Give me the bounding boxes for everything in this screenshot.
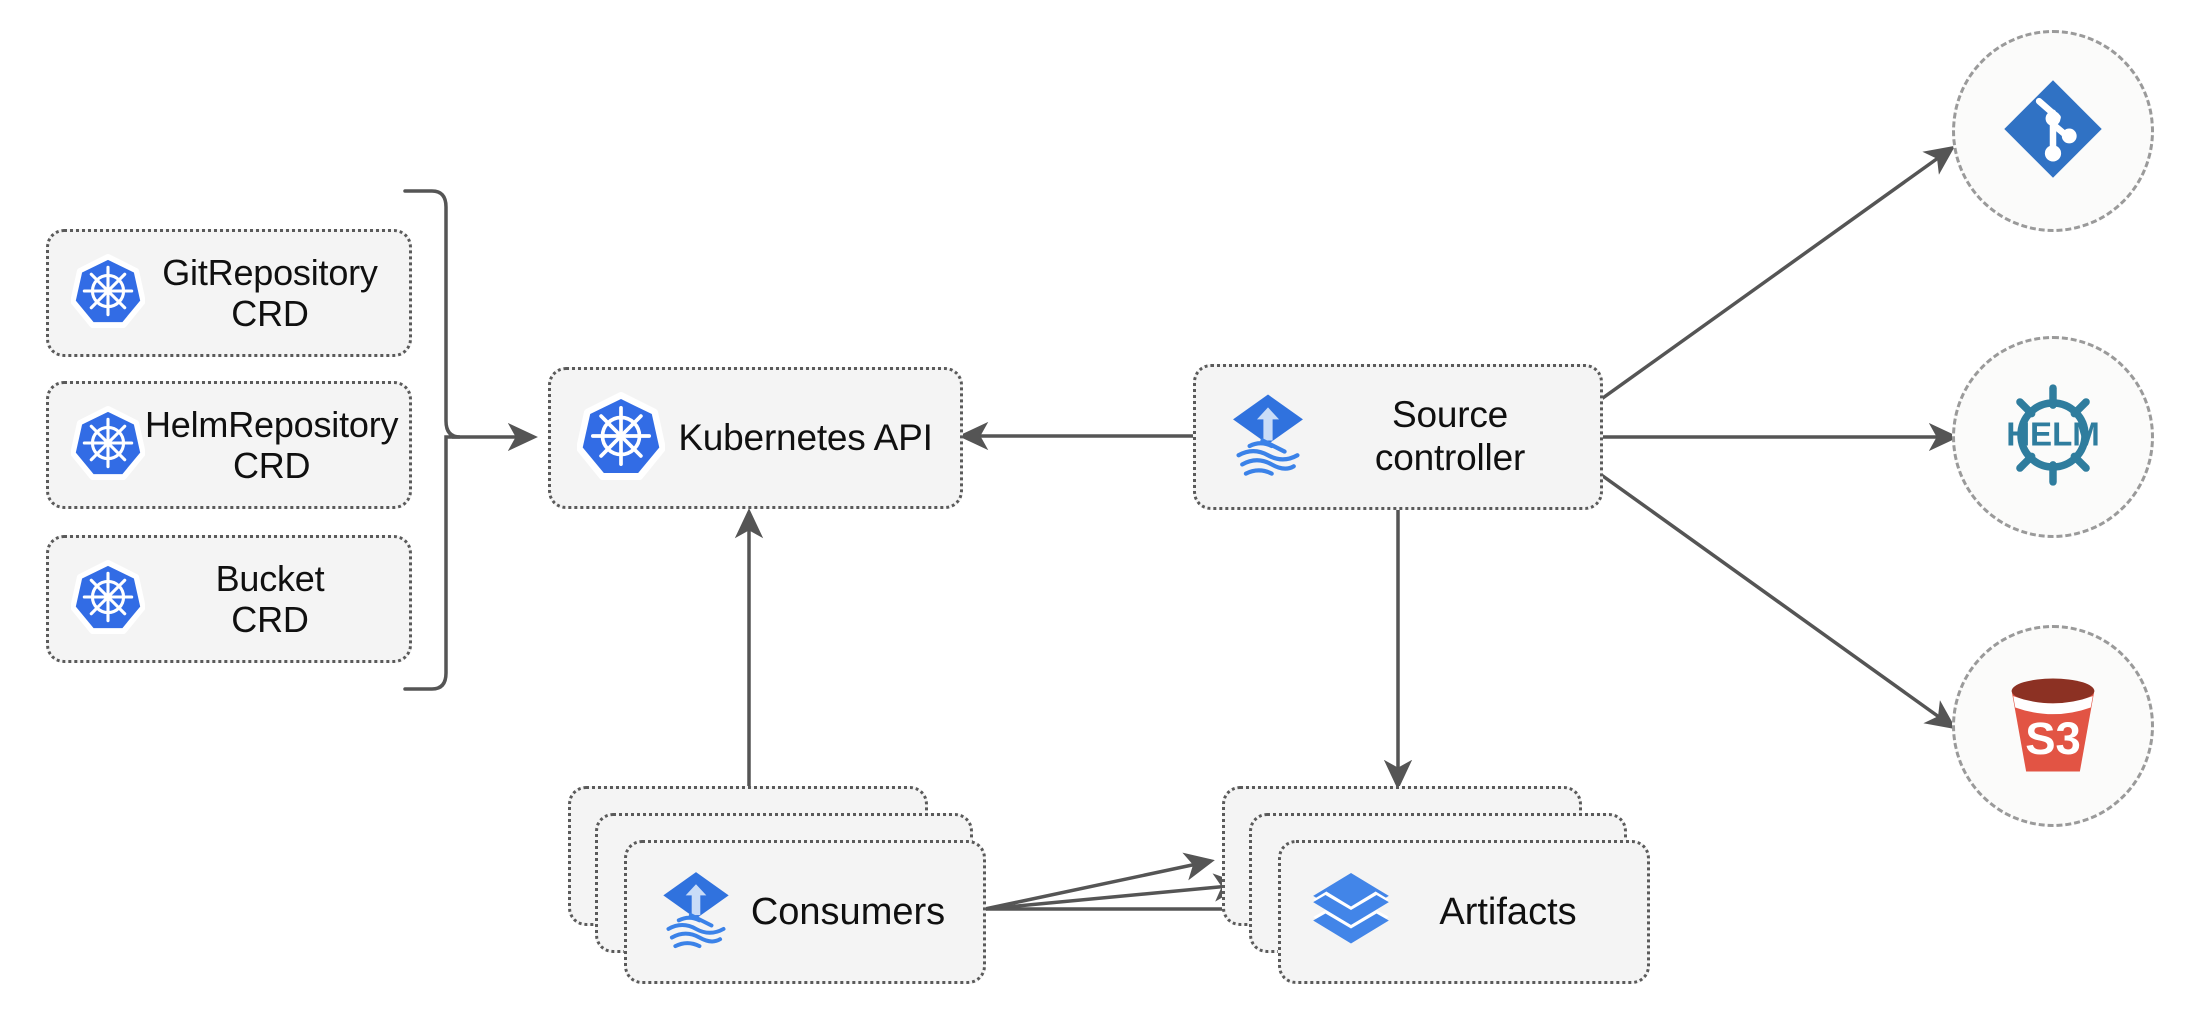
artifacts-stack-layer-front: Artifacts <box>1278 840 1650 984</box>
node-label: Consumers <box>750 890 946 933</box>
node-helmrepository-crd[interactable]: HelmRepository CRD <box>46 381 412 509</box>
node-bucket-crd[interactable]: Bucket CRD <box>46 535 412 663</box>
flux-icon <box>653 867 739 958</box>
kubernetes-icon <box>576 391 666 485</box>
node-artifacts[interactable]: Artifacts <box>1222 786 1650 986</box>
node-label: Source controller <box>1374 394 1526 478</box>
git-icon <box>1995 71 2111 192</box>
layers-icon <box>1307 866 1395 959</box>
crd-group-bracket <box>403 189 461 691</box>
node-consumers[interactable]: Consumers <box>568 786 988 986</box>
node-label: HelmRepository CRD <box>145 403 399 486</box>
s3-icon: S3 <box>1991 662 2115 791</box>
kubernetes-icon <box>70 405 146 485</box>
node-gitrepository-crd[interactable]: GitRepository CRD <box>46 229 412 357</box>
consumers-stack-layer-front: Consumers <box>624 840 986 984</box>
s3-wordmark: S3 <box>2025 712 2081 763</box>
edge-source-controller-to-s3 <box>1598 472 1957 730</box>
node-kubernetes-api[interactable]: Kubernetes API <box>548 367 963 509</box>
edge-consumers-to-artifacts-middle <box>984 873 1244 911</box>
endpoint-git[interactable] <box>1952 30 2154 232</box>
helm-wordmark: HELM <box>2006 416 2100 453</box>
flux-icon <box>1222 389 1314 486</box>
edge-source-controller-to-git <box>1598 145 1956 402</box>
endpoint-s3[interactable]: S3 <box>1952 625 2154 827</box>
node-label: Artifacts <box>1439 890 1577 933</box>
node-source-controller[interactable]: Source controller <box>1193 364 1603 510</box>
node-label: GitRepository CRD <box>162 251 378 334</box>
node-label: Kubernetes API <box>678 416 933 458</box>
helm-icon: HELM <box>1989 371 2117 504</box>
kubernetes-icon <box>70 253 146 333</box>
node-label: Bucket CRD <box>215 557 325 640</box>
endpoint-helm[interactable]: HELM <box>1952 336 2154 538</box>
edge-consumers-to-artifacts-back <box>984 852 1215 911</box>
kubernetes-icon <box>70 559 146 639</box>
